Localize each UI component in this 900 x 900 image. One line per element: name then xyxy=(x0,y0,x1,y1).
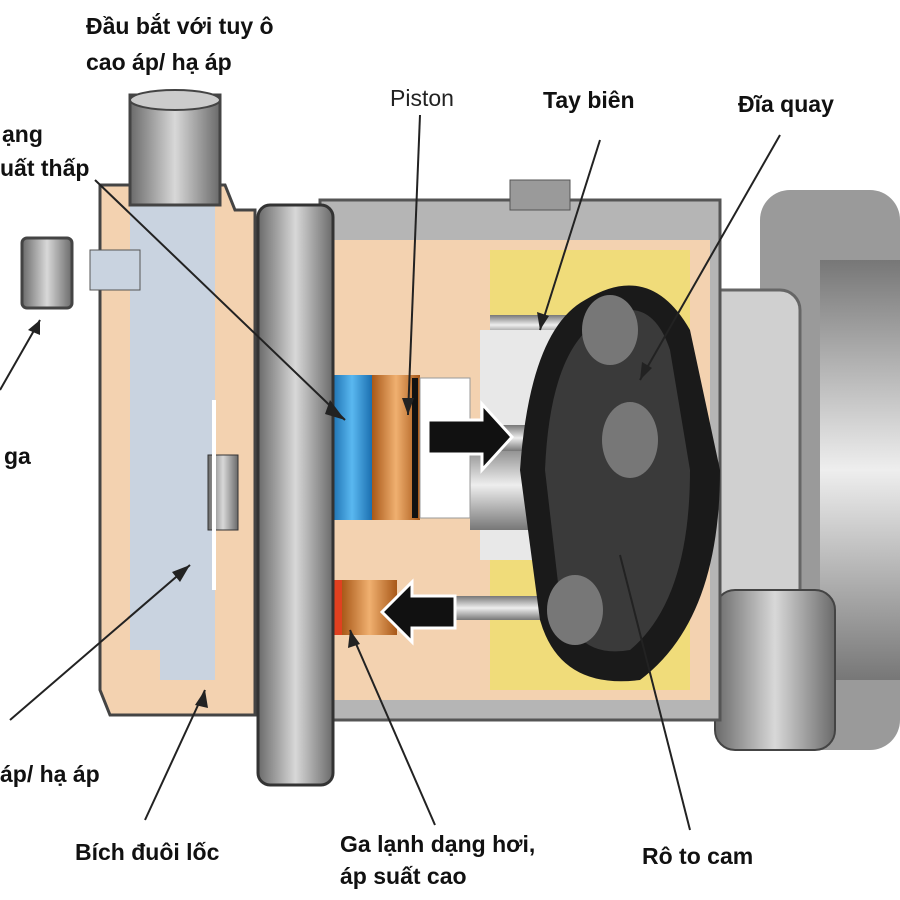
label-fitting-line1: Đầu bắt với tuy ô xyxy=(86,13,274,39)
label-cam-rotor: Rô to cam xyxy=(642,843,754,869)
arrow-left-icon xyxy=(379,578,457,646)
label-gas: ga xyxy=(4,443,31,469)
label-fitting-line2: cao áp/ hạ áp xyxy=(86,49,232,75)
label-low-pressure-line2: uất thấp xyxy=(0,155,90,181)
leader-lines xyxy=(0,114,781,831)
label-connecting-rod: Tay biên xyxy=(543,87,635,113)
arrow-right-icon xyxy=(426,400,515,474)
leader-arrowheads xyxy=(28,312,652,708)
label-high-pressure-line1: Ga lạnh dạng hơi, xyxy=(340,831,536,857)
label-piston: Piston xyxy=(390,85,454,111)
label-low-pressure-line1: ạng xyxy=(2,121,43,147)
rear-head xyxy=(20,89,257,717)
label-pressure: áp/ hạ áp xyxy=(0,761,100,787)
flange-plate xyxy=(256,203,335,787)
front-housing xyxy=(698,190,900,751)
label-rear-flange: Bích đuôi lốc xyxy=(75,839,220,865)
swash-plate xyxy=(520,285,720,682)
label-high-pressure-line2: áp suất cao xyxy=(340,863,467,889)
label-swash-plate: Đĩa quay xyxy=(738,91,834,117)
